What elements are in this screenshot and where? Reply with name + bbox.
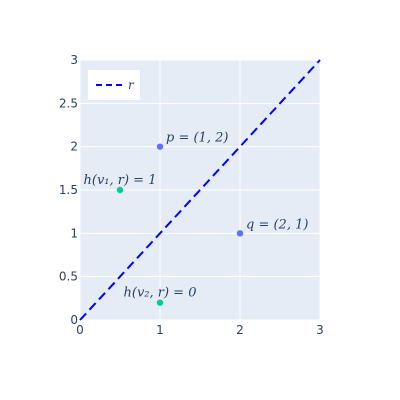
legend-label: r [128,78,135,92]
point-annotation: h(v₂, r) = 0 [124,286,197,301]
series-line-r [79,59,321,321]
point-annotation: h(v₁, r) = 1 [84,173,157,188]
y-tick-label: 3 [70,53,78,67]
point-annotation: q = (2, 1) [246,217,308,232]
series-points [116,143,244,306]
series-lines [79,59,321,321]
x-tick-label: 2 [236,323,244,337]
data-point [156,299,164,306]
y-tick-label: 0 [70,313,78,327]
y-tick-label: 2.5 [59,96,78,110]
x-tick-label: 3 [316,323,324,337]
data-point [116,186,124,194]
axis-ticks: 0 1 2 3 0 0.5 1 1.5 2 2.5 3 [59,53,324,337]
y-tick-label: 2 [70,140,78,154]
x-tick-label: 0 [76,323,84,337]
legend[interactable]: r [88,70,140,100]
data-point [236,230,244,237]
y-tick-label: 1.5 [59,183,78,197]
y-tick-label: 0.5 [59,270,78,284]
point-annotation: p = (1, 2) [166,131,228,146]
x-tick-label: 1 [156,323,164,337]
data-point [156,143,164,150]
y-tick-label: 1 [70,226,78,240]
annotations: p = (1, 2) q = (2, 1) h(v₁, r) = 1 h(v₂, r)… [84,131,309,301]
